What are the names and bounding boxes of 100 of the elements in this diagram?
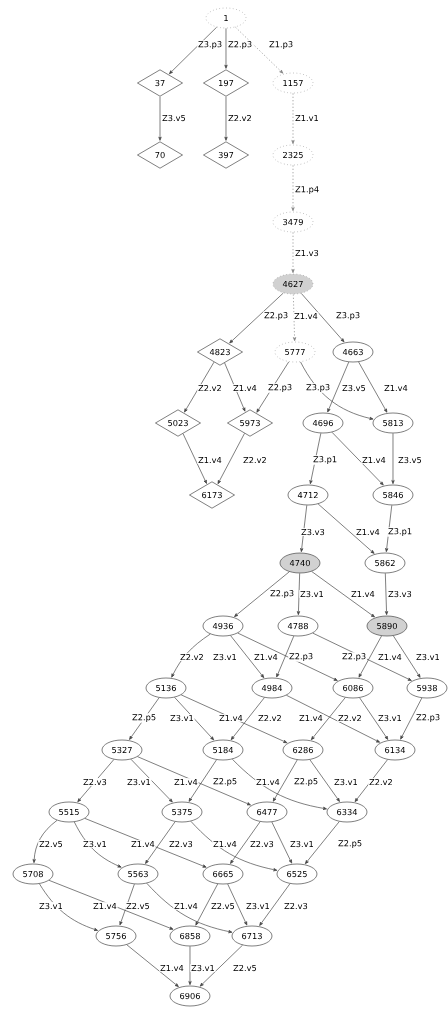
edge-label: Z2.p3 [341,652,367,662]
edge-label: Z1.v4 [253,653,279,661]
edge-label: Z1.p3 [268,40,294,50]
arrow [385,505,393,553]
arrow [358,635,382,678]
arrow [296,573,301,616]
arrow [384,573,389,616]
edge-label: Z2.p5 [131,713,157,723]
edge-label: Z1.v4 [173,778,199,786]
arrow [272,759,298,802]
arrow [39,883,98,931]
arrow [77,759,115,803]
arrow [224,362,246,412]
edge-label: Z2.p5 [337,839,363,849]
arrow [48,880,174,930]
arrow [184,361,215,413]
arrow [309,759,340,802]
edge-label: Z1.p4 [294,185,320,195]
arrow [180,694,288,744]
edge-label: Z1.v4 [212,840,238,848]
arrow [393,635,421,678]
arrow [359,697,389,740]
edge-label: Z3.v1 [190,964,216,972]
edge-label: Z1.v4 [298,714,324,722]
edge-label: Z2.p3 [267,383,293,393]
edge-label: Z2.v2 [337,714,363,722]
edge-label: Z3.v1 [289,840,315,848]
edge-label: Z2.v5 [125,902,151,910]
edge-label: Z2.v3 [249,840,275,848]
arrow [126,944,179,987]
arrow [190,820,278,872]
arrow [145,821,176,864]
arrow [391,433,395,485]
edge-label: Z2.v3 [168,840,194,848]
arrow [301,293,345,343]
edge-label: Z3.v5 [161,114,187,122]
edge-label: Z3.v1 [245,902,271,910]
edge-label: Z1.v4 [350,590,376,598]
edge-label: Z3.p3 [335,311,361,321]
edge-label: Z2.v2 [197,384,223,392]
arrow [259,883,291,926]
edge-label: Z2.v2 [368,778,394,786]
edge-label: Z3.v1 [333,778,359,786]
arrow [286,694,381,743]
edge-label: Z2.v2 [227,114,253,122]
edge-label: Z2.p3 [269,589,295,599]
arrow [229,292,284,344]
edge-label: Z3.v1 [38,902,64,910]
arrow [169,26,217,75]
arrow [234,571,290,617]
arrow [129,697,160,740]
arrow [182,433,207,484]
edge-label: Z2.v5 [38,840,64,848]
edge-label: Z1.v4 [255,778,281,786]
arrow [300,361,374,420]
arrow [358,361,388,413]
arrow [327,361,350,413]
edge-label: Z2.v3 [283,902,309,910]
edge-label: Z3.p3 [197,40,223,50]
arrow [304,821,340,865]
edge-label: Z2.p5 [212,777,238,787]
arrow [310,697,346,741]
edge-label: Z3.v1 [212,653,238,661]
arrow [235,26,284,74]
arrow [276,635,295,678]
edge-label: Z1.v4 [197,456,223,464]
arrow [230,635,265,678]
arrow [130,758,173,803]
edge-label: Z2.p3 [263,311,289,321]
edge-label: Z3.v5 [341,384,367,392]
edge-label: Z3.v1 [415,653,441,661]
edge-label: Z3.p3 [305,383,331,393]
arrow [300,505,308,553]
edge-label: Z3.v1 [299,590,325,598]
edge-label: Z3.v1 [82,840,108,848]
arrow [32,820,58,864]
edge-label: Z3.v1 [169,714,195,722]
arrow [311,571,375,618]
arrow [119,883,135,926]
arrow [237,632,338,681]
arrow [232,758,327,810]
arrow [188,946,192,986]
edge-label: Z1.v4 [232,384,258,392]
edge-label: Z1.v4 [173,902,199,910]
arrow [354,759,388,802]
arrow [227,883,248,926]
edge-label: Z1.v1 [294,114,320,122]
edge-label: Z1.v4 [383,384,409,392]
edge-label: Z2.v2 [242,456,268,464]
arrow [230,821,261,864]
edge-label: Z3.v3 [387,590,413,598]
edge-label: Z1.v3 [294,249,320,257]
arrow [400,697,423,740]
arrow [146,882,233,934]
edge-label: Z2.v5 [210,902,236,910]
edge-label: Z1.v4 [361,456,387,464]
edge-label: Z1.v4 [293,312,319,320]
edge-label: Z1.v4 [355,528,381,536]
edge-label: Z2.v2 [257,714,283,722]
edge-label: Z3.v1 [126,778,152,786]
